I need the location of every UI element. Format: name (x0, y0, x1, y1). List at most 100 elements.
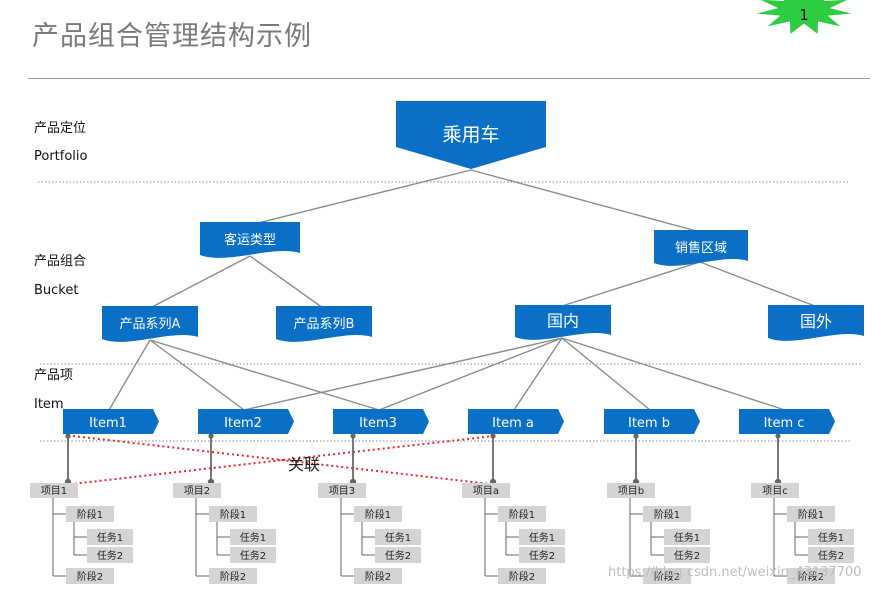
category-node (654, 230, 748, 266)
level-label-portfolio-cn: 产品定位 (34, 121, 87, 136)
stage-box-label: 阶段1 (220, 508, 246, 521)
item-label: Item1 (89, 416, 127, 431)
item-label: Item2 (224, 416, 262, 431)
item-node (333, 409, 429, 434)
edge-bucket-item (149, 339, 380, 411)
level-label-item-en: Item (34, 397, 64, 412)
task-box (87, 529, 133, 545)
task-box-label: 任务1 (674, 531, 700, 544)
item-node (468, 409, 564, 434)
stage-box (787, 506, 835, 522)
project-box (751, 483, 799, 498)
stage-box (209, 568, 257, 584)
item-label: Item c (764, 416, 805, 431)
project-box (607, 483, 655, 498)
task-box (230, 529, 276, 545)
edge-bucket-item (378, 337, 563, 411)
bucket-node (102, 306, 198, 342)
junction-dot (208, 433, 214, 439)
relation-line (71, 435, 495, 485)
level-label-portfolio-en: Portfolio (34, 149, 88, 164)
stage-box (354, 506, 402, 522)
task-box-label: 任务2 (240, 549, 266, 562)
junction-dot (350, 433, 356, 439)
bucket-node-label: 国外 (800, 312, 832, 331)
edge-cat-bucket (149, 255, 251, 309)
page-title: 产品组合管理结构示例 (32, 21, 312, 52)
project-box (318, 483, 366, 498)
junction-dot (65, 433, 71, 439)
category-node-label: 客运类型 (224, 232, 276, 248)
task-box-label: 任务2 (818, 549, 844, 562)
item-label: Item a (492, 416, 534, 431)
star-badge-icon: 1 (756, 0, 852, 34)
task-box (519, 547, 565, 563)
stage-box (787, 568, 835, 584)
stage-box-label: 阶段1 (365, 508, 391, 521)
project-box-label: 项目1 (41, 485, 67, 497)
stage-box-label: 阶段2 (365, 570, 391, 583)
item-node (63, 409, 159, 434)
stage-box (66, 506, 114, 522)
category-node-label: 销售区域 (675, 240, 727, 256)
project-box-label: 项目2 (184, 485, 210, 497)
task-box-label: 任务2 (674, 549, 700, 562)
task-box (375, 529, 421, 545)
stage-box (66, 568, 114, 584)
stage-box-label: 阶段1 (798, 508, 824, 521)
bucket-node-label: 国内 (547, 312, 579, 331)
task-box (808, 529, 854, 545)
stage-box (643, 506, 691, 522)
stage-box-label: 阶段2 (509, 570, 535, 583)
task-box (808, 547, 854, 563)
edge-cat-bucket (561, 261, 701, 307)
watermark: https://blog.csdn.net/weixin_43137700 (608, 565, 862, 580)
task-box (230, 547, 276, 563)
root-label: 乘用车 (442, 124, 499, 146)
stage-box-label: 阶段1 (509, 508, 535, 521)
task-box-label: 任务1 (385, 531, 411, 544)
task-box-label: 任务2 (97, 549, 123, 562)
project-box (30, 483, 78, 498)
item-label: Item3 (359, 416, 397, 431)
task-box (375, 547, 421, 563)
edge-cat-bucket (699, 261, 816, 307)
stage-box-label: 阶段1 (654, 508, 680, 521)
bucket-node (515, 305, 611, 340)
level-label-bucket-cn: 产品组合 (34, 254, 87, 269)
stage-box-label: 阶段1 (77, 508, 103, 521)
stage-box (209, 506, 257, 522)
project-box (173, 483, 221, 498)
project-box-label: 项目a (473, 485, 499, 497)
project-box-label: 项目3 (329, 485, 355, 497)
stage-box (643, 568, 691, 584)
task-box-label: 任务2 (385, 549, 411, 562)
task-box-label: 任务1 (240, 531, 266, 544)
task-box (519, 529, 565, 545)
task-box (664, 547, 710, 563)
project-box (462, 483, 510, 498)
item-node (198, 409, 294, 434)
item-label: Item b (628, 416, 670, 431)
stage-box-label: 阶段2 (77, 570, 103, 583)
category-node (200, 222, 300, 258)
edge-bucket-item (513, 337, 563, 411)
task-box (664, 529, 710, 545)
bucket-node (768, 305, 864, 341)
task-box-label: 任务1 (818, 531, 844, 544)
bucket-node-label: 产品系列B (294, 317, 355, 332)
project-box-label: 项目b (618, 485, 644, 497)
junction-dot (775, 433, 781, 439)
edge-root-cat (249, 169, 472, 226)
level-label-bucket-en: Bucket (34, 283, 79, 298)
level-label-item-cn: 产品项 (34, 368, 74, 383)
stage-box (498, 506, 546, 522)
task-box-label: 任务1 (529, 531, 555, 544)
edge-bucket-item (149, 339, 245, 411)
edge-bucket-item (561, 337, 651, 411)
task-box-label: 任务1 (97, 531, 123, 544)
item-node (604, 409, 700, 434)
bucket-node (276, 306, 372, 342)
junction-dot (633, 433, 639, 439)
task-box-label: 任务2 (529, 549, 555, 562)
